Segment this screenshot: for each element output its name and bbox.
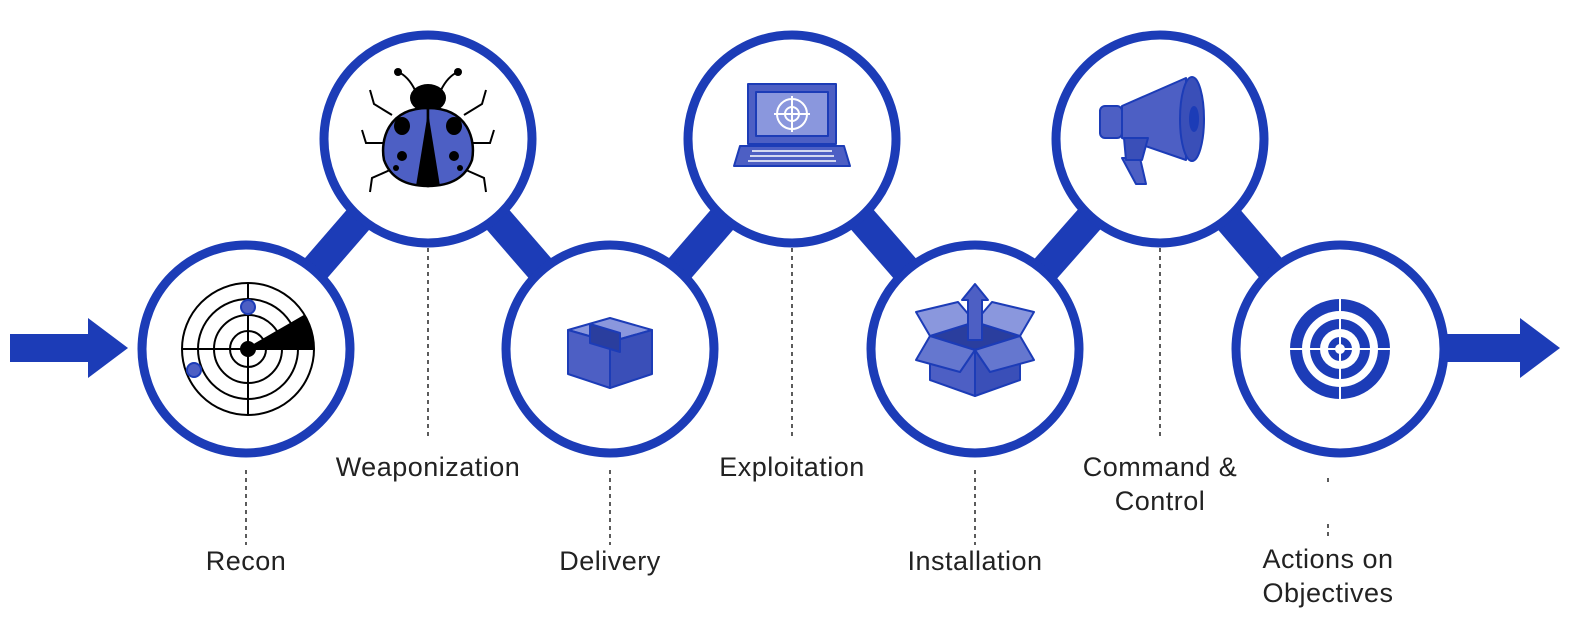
label-actions-on-objectives: Actions on Objectives [1262, 544, 1394, 608]
open-box-upload-icon [915, 283, 1035, 397]
exit-arrow-icon [1440, 318, 1560, 378]
radar-icon [181, 282, 315, 416]
label-installation: Installation [907, 546, 1043, 576]
laptop-target-icon [733, 83, 851, 167]
label-delivery: Delivery [559, 546, 661, 576]
entry-arrow-icon [10, 318, 128, 378]
dashed-guides [245, 240, 1329, 545]
ladybug-icon [361, 68, 495, 193]
label-exploitation: Exploitation [719, 452, 865, 482]
label-weaponization: Weaponization [335, 452, 521, 482]
package-box-icon [567, 317, 653, 389]
target-crosshair-icon [1276, 285, 1404, 413]
label-recon: Recon [205, 546, 287, 576]
megaphone-icon [1099, 76, 1205, 185]
label-command-control: Command & Control [1082, 452, 1238, 516]
